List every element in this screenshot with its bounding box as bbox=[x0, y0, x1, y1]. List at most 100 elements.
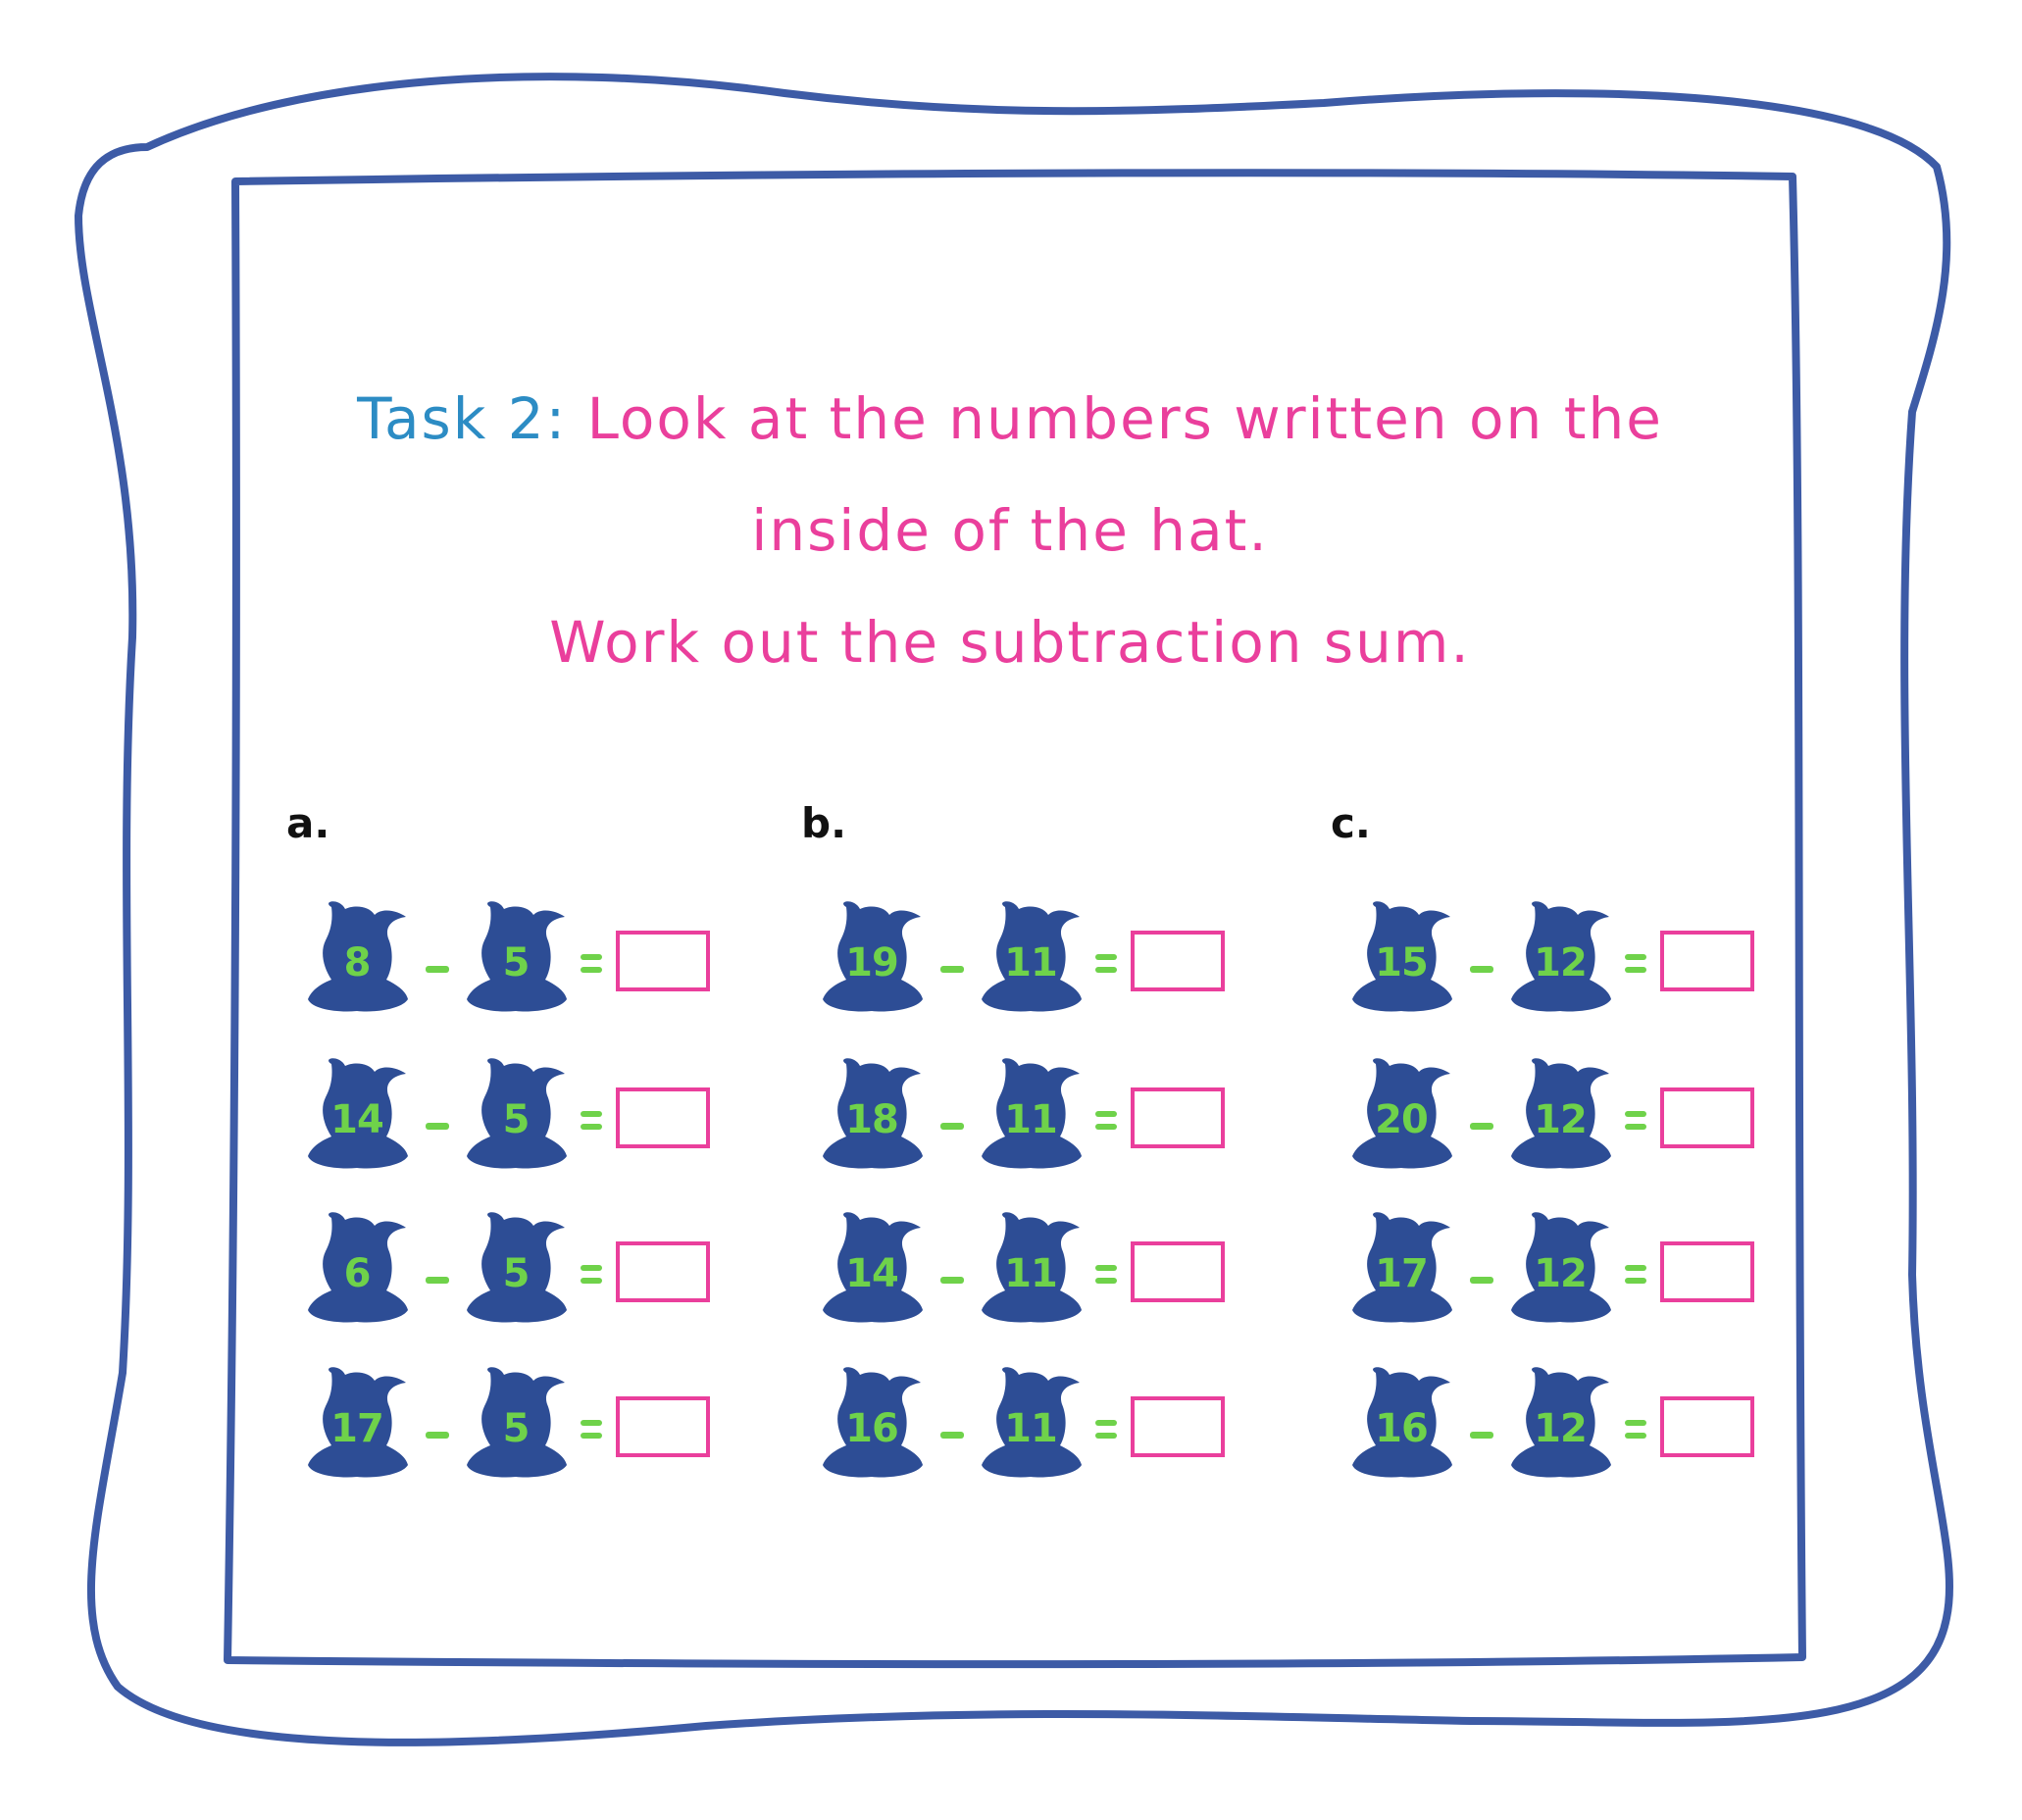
minus-sign bbox=[1470, 1123, 1493, 1130]
equals-sign bbox=[1095, 954, 1117, 974]
minuend-number: 14 bbox=[330, 1097, 384, 1142]
hat-icon: 8 bbox=[304, 897, 410, 1013]
hat-icon: 14 bbox=[304, 1054, 410, 1170]
answer-box[interactable] bbox=[1131, 1087, 1225, 1148]
hat-icon: 6 bbox=[304, 1208, 410, 1324]
minuend-number: 6 bbox=[343, 1251, 372, 1296]
equals-sign bbox=[581, 1265, 602, 1285]
hat-shape bbox=[467, 1212, 567, 1323]
hat-icon: 11 bbox=[978, 1208, 1084, 1324]
instruction-line-3: Work out the subtraction sum. bbox=[549, 609, 1471, 676]
equals-sign bbox=[1095, 1111, 1117, 1131]
outer-frame-border bbox=[75, 73, 1954, 1746]
minus-sign bbox=[426, 966, 449, 973]
hat-shape bbox=[467, 1367, 567, 1478]
minus-sign bbox=[940, 966, 964, 973]
equals-sign bbox=[1095, 1265, 1117, 1285]
minuend-number: 15 bbox=[1375, 940, 1429, 986]
minuend-number: 16 bbox=[845, 1406, 899, 1451]
subtrahend-number: 5 bbox=[502, 1251, 531, 1296]
answer-box[interactable] bbox=[1131, 1241, 1225, 1302]
answer-box[interactable] bbox=[1660, 1241, 1754, 1302]
hat-shape bbox=[1352, 901, 1452, 1012]
hat-icon: 19 bbox=[819, 897, 925, 1013]
hat-icon: 20 bbox=[1348, 1054, 1454, 1170]
hat-shape bbox=[823, 901, 923, 1012]
subtrahend-number: 12 bbox=[1534, 1097, 1588, 1142]
subtrahend-number: 5 bbox=[502, 1097, 531, 1142]
answer-box[interactable] bbox=[1131, 931, 1225, 991]
hat-shape bbox=[1511, 1367, 1611, 1478]
section-label: c. bbox=[1331, 799, 1371, 847]
section-label: a. bbox=[286, 799, 330, 847]
minus-sign bbox=[426, 1277, 449, 1284]
equals-sign bbox=[1625, 954, 1646, 974]
equals-sign bbox=[1625, 1420, 1646, 1440]
hat-shape bbox=[1511, 1212, 1611, 1323]
equals-sign bbox=[581, 954, 602, 974]
minus-sign bbox=[1470, 1277, 1493, 1284]
hat-shape bbox=[467, 1058, 567, 1169]
minus-sign bbox=[426, 1123, 449, 1130]
instruction-text-1: Look at the numbers written on the bbox=[586, 385, 1663, 452]
hat-shape bbox=[308, 1212, 408, 1323]
hat-icon: 5 bbox=[463, 897, 569, 1013]
subtrahend-number: 12 bbox=[1534, 940, 1588, 986]
hat-shape bbox=[982, 901, 1082, 1012]
hat-shape bbox=[308, 1058, 408, 1169]
task-label: Task 2: bbox=[357, 385, 568, 452]
hat-icon: 11 bbox=[978, 1054, 1084, 1170]
answer-box[interactable] bbox=[1660, 931, 1754, 991]
minuend-number: 17 bbox=[1375, 1251, 1429, 1296]
hat-shape bbox=[982, 1367, 1082, 1478]
hat-icon: 5 bbox=[463, 1054, 569, 1170]
subtrahend-number: 11 bbox=[1004, 1251, 1058, 1296]
hat-icon: 11 bbox=[978, 1363, 1084, 1479]
hat-shape bbox=[823, 1367, 923, 1478]
hat-icon: 16 bbox=[819, 1363, 925, 1479]
hat-icon: 5 bbox=[463, 1363, 569, 1479]
hat-shape bbox=[823, 1058, 923, 1169]
hat-icon: 5 bbox=[463, 1208, 569, 1324]
minus-sign bbox=[940, 1123, 964, 1130]
equals-sign bbox=[1625, 1111, 1646, 1131]
hat-icon: 12 bbox=[1507, 1363, 1613, 1479]
subtrahend-number: 11 bbox=[1004, 940, 1058, 986]
instructions: Task 2: Look at the numbers written on t… bbox=[255, 363, 1765, 698]
inner-frame-border bbox=[224, 169, 1806, 1669]
minus-sign bbox=[940, 1277, 964, 1284]
answer-box[interactable] bbox=[1660, 1087, 1754, 1148]
minuend-number: 14 bbox=[845, 1251, 899, 1296]
equals-sign bbox=[581, 1420, 602, 1440]
answer-box[interactable] bbox=[616, 1087, 710, 1148]
answer-box[interactable] bbox=[616, 1241, 710, 1302]
subtrahend-number: 5 bbox=[502, 940, 531, 986]
hat-icon: 18 bbox=[819, 1054, 925, 1170]
subtrahend-number: 12 bbox=[1534, 1251, 1588, 1296]
hat-shape bbox=[1352, 1367, 1452, 1478]
subtrahend-number: 12 bbox=[1534, 1406, 1588, 1451]
hat-icon: 14 bbox=[819, 1208, 925, 1324]
hat-shape bbox=[308, 1367, 408, 1478]
answer-box[interactable] bbox=[1131, 1396, 1225, 1457]
minuend-number: 17 bbox=[330, 1406, 384, 1451]
hat-shape bbox=[467, 901, 567, 1012]
hat-icon: 15 bbox=[1348, 897, 1454, 1013]
minuend-number: 20 bbox=[1375, 1097, 1429, 1142]
minuend-number: 18 bbox=[845, 1097, 899, 1142]
answer-box[interactable] bbox=[1660, 1396, 1754, 1457]
answer-box[interactable] bbox=[616, 931, 710, 991]
hat-icon: 17 bbox=[1348, 1208, 1454, 1324]
equals-sign bbox=[581, 1111, 602, 1131]
hat-icon: 17 bbox=[304, 1363, 410, 1479]
answer-box[interactable] bbox=[616, 1396, 710, 1457]
hat-shape bbox=[308, 901, 408, 1012]
section-label: b. bbox=[801, 799, 847, 847]
hat-icon: 12 bbox=[1507, 1054, 1613, 1170]
equals-sign bbox=[1095, 1420, 1117, 1440]
hat-icon: 12 bbox=[1507, 897, 1613, 1013]
minuend-number: 8 bbox=[343, 940, 372, 986]
hat-shape bbox=[823, 1212, 923, 1323]
